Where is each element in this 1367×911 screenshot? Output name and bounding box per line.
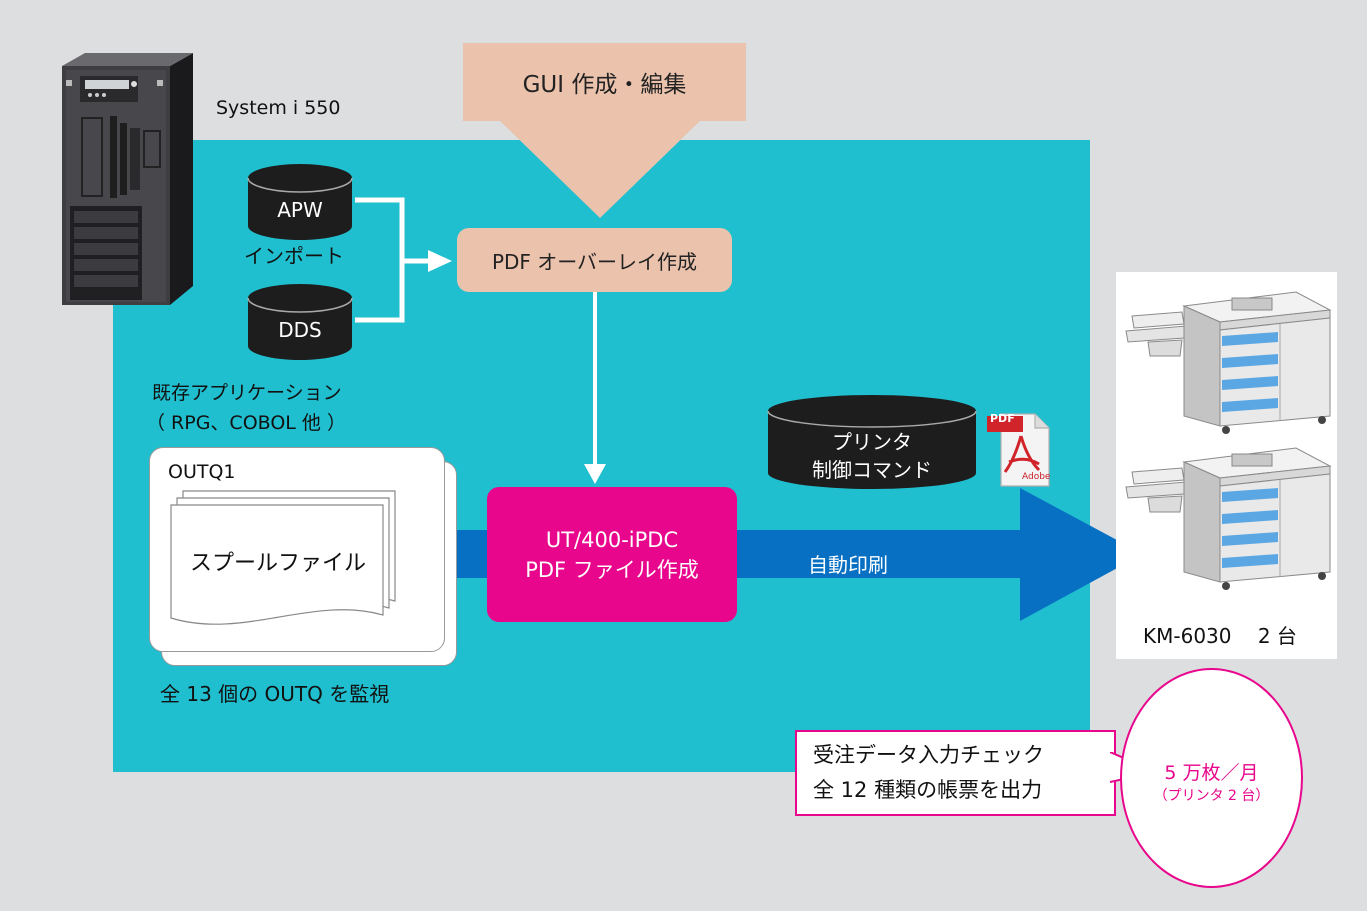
volume-circle bbox=[1120, 668, 1303, 888]
printer-command-database bbox=[767, 395, 977, 489]
spool-file-pages bbox=[170, 490, 396, 625]
auto-print-label: 自動印刷 bbox=[808, 553, 888, 577]
printer-cmd-line2: 制御コマンド bbox=[812, 457, 932, 482]
dds-database bbox=[247, 284, 353, 360]
ipdc-line2: PDF ファイル作成 bbox=[525, 557, 699, 582]
gui-label: GUI 作成・編集 bbox=[522, 72, 687, 98]
callout-line1: 受注データ入力チェック bbox=[813, 743, 1044, 767]
circle-line2: （プリンタ 2 台） bbox=[1153, 788, 1270, 804]
server-tower-icon bbox=[62, 53, 193, 305]
circle-line1: 5 万枚／月 bbox=[1164, 761, 1259, 784]
overlay-box: PDF オーバーレイ作成 bbox=[457, 228, 732, 292]
pdf-file-icon bbox=[987, 413, 1050, 487]
pdf-icon-brand: Adobe bbox=[1022, 472, 1051, 482]
pdf-icon-badge: PDF bbox=[990, 412, 1015, 425]
ipdc-line1: UT/400-iPDC bbox=[545, 527, 679, 552]
auto-print-arrow bbox=[455, 488, 1143, 621]
apw-database bbox=[247, 164, 353, 240]
app-line1: 既存アプリケーション bbox=[152, 382, 342, 404]
printer-1-icon bbox=[1125, 291, 1332, 434]
server-label: System i 550 bbox=[216, 97, 341, 119]
outq-caption: 全 13 個の OUTQ を監視 bbox=[160, 682, 390, 706]
printer-cmd-line1: プリンタ bbox=[832, 429, 912, 454]
apw-label: APW bbox=[277, 198, 323, 222]
printers-label: KM-6030 2 台 bbox=[1143, 624, 1297, 648]
gui-triangle bbox=[500, 121, 700, 218]
spool-label: スプールファイル bbox=[190, 551, 367, 576]
gui-box: GUI 作成・編集 bbox=[463, 43, 746, 121]
outq-title: OUTQ1 bbox=[168, 461, 236, 483]
callout-line2: 全 12 種類の帳票を出力 bbox=[813, 778, 1043, 802]
ipdc-box: UT/400-iPDC PDF ファイル作成 bbox=[487, 487, 737, 622]
dds-label: DDS bbox=[278, 318, 322, 342]
printer-2-icon bbox=[1125, 447, 1332, 590]
overlay-label: PDF オーバーレイ作成 bbox=[491, 249, 698, 274]
callout-box bbox=[795, 730, 1116, 816]
app-line2: （ RPG、COBOL 他 ） bbox=[146, 412, 346, 434]
import-label: インポート bbox=[244, 244, 344, 268]
